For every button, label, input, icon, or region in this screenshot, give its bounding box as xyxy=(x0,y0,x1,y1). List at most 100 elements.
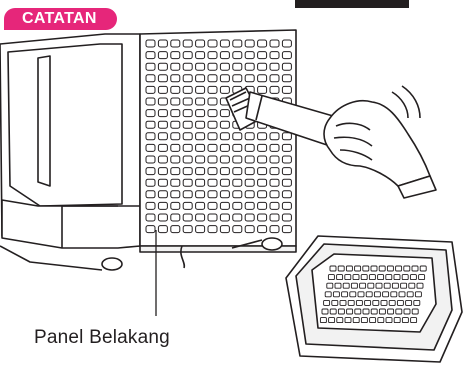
tray-grid-cell xyxy=(337,318,343,323)
grille-hole xyxy=(220,144,229,151)
tray-grid-cell xyxy=(374,292,380,297)
grille-hole xyxy=(183,110,192,117)
grille-hole xyxy=(208,144,217,151)
grille-hole xyxy=(258,214,267,221)
grille-hole xyxy=(196,133,205,140)
tray-grid-cell xyxy=(333,292,339,297)
grille-hole xyxy=(158,86,167,93)
grille-hole xyxy=(220,202,229,209)
grille-hole xyxy=(146,144,155,151)
note-badge: CATATAN xyxy=(4,8,117,30)
tray-grid-cell xyxy=(365,300,371,305)
tray-grid-cell xyxy=(404,266,410,271)
grille-hole xyxy=(146,133,155,140)
grille-hole xyxy=(220,52,229,59)
tray-grid-cell xyxy=(355,266,361,271)
grille-hole xyxy=(171,133,180,140)
tray-grid-cell xyxy=(366,292,372,297)
grille-hole xyxy=(245,168,254,175)
grille-hole xyxy=(220,40,229,47)
grille-hole xyxy=(158,98,167,105)
grille-hole xyxy=(146,168,155,175)
tray-grid-cell xyxy=(389,300,395,305)
grille-hole xyxy=(245,214,254,221)
grille-hole xyxy=(282,144,291,151)
tray-grid-cell xyxy=(415,292,421,297)
tray-grid-cell xyxy=(402,275,408,280)
grille-hole xyxy=(171,63,180,70)
grille-hole xyxy=(171,168,180,175)
grille-hole xyxy=(258,226,267,233)
tray-grid-cell xyxy=(401,283,407,288)
grille-hole xyxy=(158,40,167,47)
grille-hole xyxy=(208,75,217,82)
tray-grid-cell xyxy=(338,309,344,314)
grille-hole xyxy=(146,202,155,209)
grille-hole xyxy=(258,133,267,140)
grille-hole xyxy=(146,191,155,198)
grille-hole xyxy=(220,63,229,70)
grille-hole xyxy=(158,156,167,163)
grille-hole xyxy=(282,52,291,59)
grille-hole xyxy=(220,133,229,140)
grille-hole xyxy=(183,52,192,59)
grille-hole xyxy=(196,121,205,128)
grille-hole xyxy=(258,40,267,47)
grille-hole xyxy=(183,226,192,233)
grille-hole xyxy=(270,75,279,82)
grille-hole xyxy=(158,75,167,82)
tray-grid-cell xyxy=(353,318,359,323)
grille-hole xyxy=(171,202,180,209)
tray-grid-cell xyxy=(327,283,333,288)
grille-hole xyxy=(258,63,267,70)
grille-hole xyxy=(245,191,254,198)
tray-grid-cell xyxy=(396,309,402,314)
grille-hole xyxy=(220,110,229,117)
grille-hole xyxy=(183,98,192,105)
grille-hole xyxy=(270,226,279,233)
grille-hole xyxy=(208,191,217,198)
grille-hole xyxy=(196,40,205,47)
grille-hole xyxy=(183,86,192,93)
grille-hole xyxy=(183,133,192,140)
tray-grid-cell xyxy=(337,275,343,280)
grille-hole xyxy=(208,52,217,59)
grille-hole xyxy=(158,133,167,140)
tray-grid-cell xyxy=(412,266,418,271)
tray-grid-cell xyxy=(351,283,357,288)
tray-grid-cell xyxy=(343,283,349,288)
grille-hole xyxy=(233,202,242,209)
tray-grid-cell xyxy=(417,283,423,288)
hand xyxy=(324,86,436,198)
grille-hole xyxy=(183,156,192,163)
grille-hole xyxy=(171,121,180,128)
water-tray xyxy=(286,236,462,362)
grille-hole xyxy=(208,110,217,117)
grille-hole xyxy=(196,75,205,82)
grille-hole xyxy=(233,52,242,59)
tray-grid-cell xyxy=(412,309,418,314)
tray-grid-cell xyxy=(379,266,385,271)
grille-hole xyxy=(208,214,217,221)
grille-hole xyxy=(183,40,192,47)
grille-hole xyxy=(196,168,205,175)
tray-grid-cell xyxy=(346,266,352,271)
grille-hole xyxy=(220,156,229,163)
grille-hole xyxy=(233,179,242,186)
grille-hole xyxy=(196,63,205,70)
grille-hole xyxy=(258,144,267,151)
tray-grid-cell xyxy=(376,283,382,288)
grille-hole xyxy=(146,63,155,70)
grille-hole xyxy=(183,202,192,209)
grille-hole xyxy=(146,226,155,233)
grille-hole xyxy=(258,191,267,198)
grille-hole xyxy=(282,191,291,198)
tray-grid-cell xyxy=(356,300,362,305)
grille-hole xyxy=(146,52,155,59)
rear-panel-caption: Panel Belakang xyxy=(34,327,170,349)
grille-hole xyxy=(146,214,155,221)
tray-grid-cell xyxy=(406,300,412,305)
tray-grid-cell xyxy=(407,292,413,297)
tray-grid-cell xyxy=(350,292,356,297)
